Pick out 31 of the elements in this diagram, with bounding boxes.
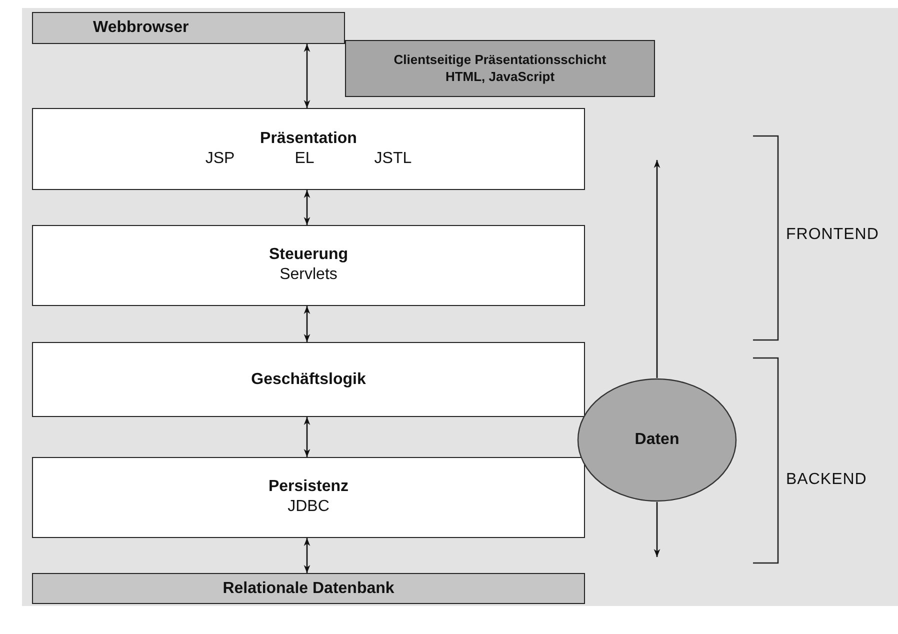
layer-title: Geschäftslogik xyxy=(251,370,366,390)
ellipse-label: Daten xyxy=(634,430,680,450)
client-layer-box xyxy=(345,40,655,97)
layer-box xyxy=(32,108,585,190)
layer-title: Steuerung xyxy=(268,245,348,266)
layer-title: Relationale Datenbank xyxy=(222,578,394,598)
double-arrow xyxy=(304,417,310,457)
section-label: FRONTEND xyxy=(786,226,879,244)
double-arrow xyxy=(304,190,310,225)
double-arrow xyxy=(304,44,310,108)
layer-box xyxy=(32,342,585,417)
layer-title: Clientseitige Präsentationsschicht xyxy=(394,52,606,68)
layer-title: Präsentation xyxy=(260,128,357,149)
technology-label: JSP xyxy=(205,148,235,169)
double-arrow xyxy=(304,306,310,342)
database-bar xyxy=(32,573,585,604)
layer-box xyxy=(32,225,585,306)
technology-label: JDBC xyxy=(288,497,330,518)
technology-label: Servlets xyxy=(280,265,338,286)
section-label: BACKEND xyxy=(786,471,867,489)
data-flow-arrow xyxy=(654,160,660,378)
technology-label: JSTL xyxy=(374,148,412,169)
double-arrow xyxy=(304,538,310,573)
layer-box xyxy=(32,457,585,538)
layer-title: Persistenz xyxy=(268,477,349,498)
browser-bar xyxy=(32,12,345,44)
layer-title: Webbrowser xyxy=(93,18,189,38)
layer-subtitle: HTML, JavaScript xyxy=(445,68,555,85)
data-ellipse xyxy=(577,378,737,502)
data-flow-arrow xyxy=(654,502,660,557)
technology-label: EL xyxy=(294,148,314,169)
